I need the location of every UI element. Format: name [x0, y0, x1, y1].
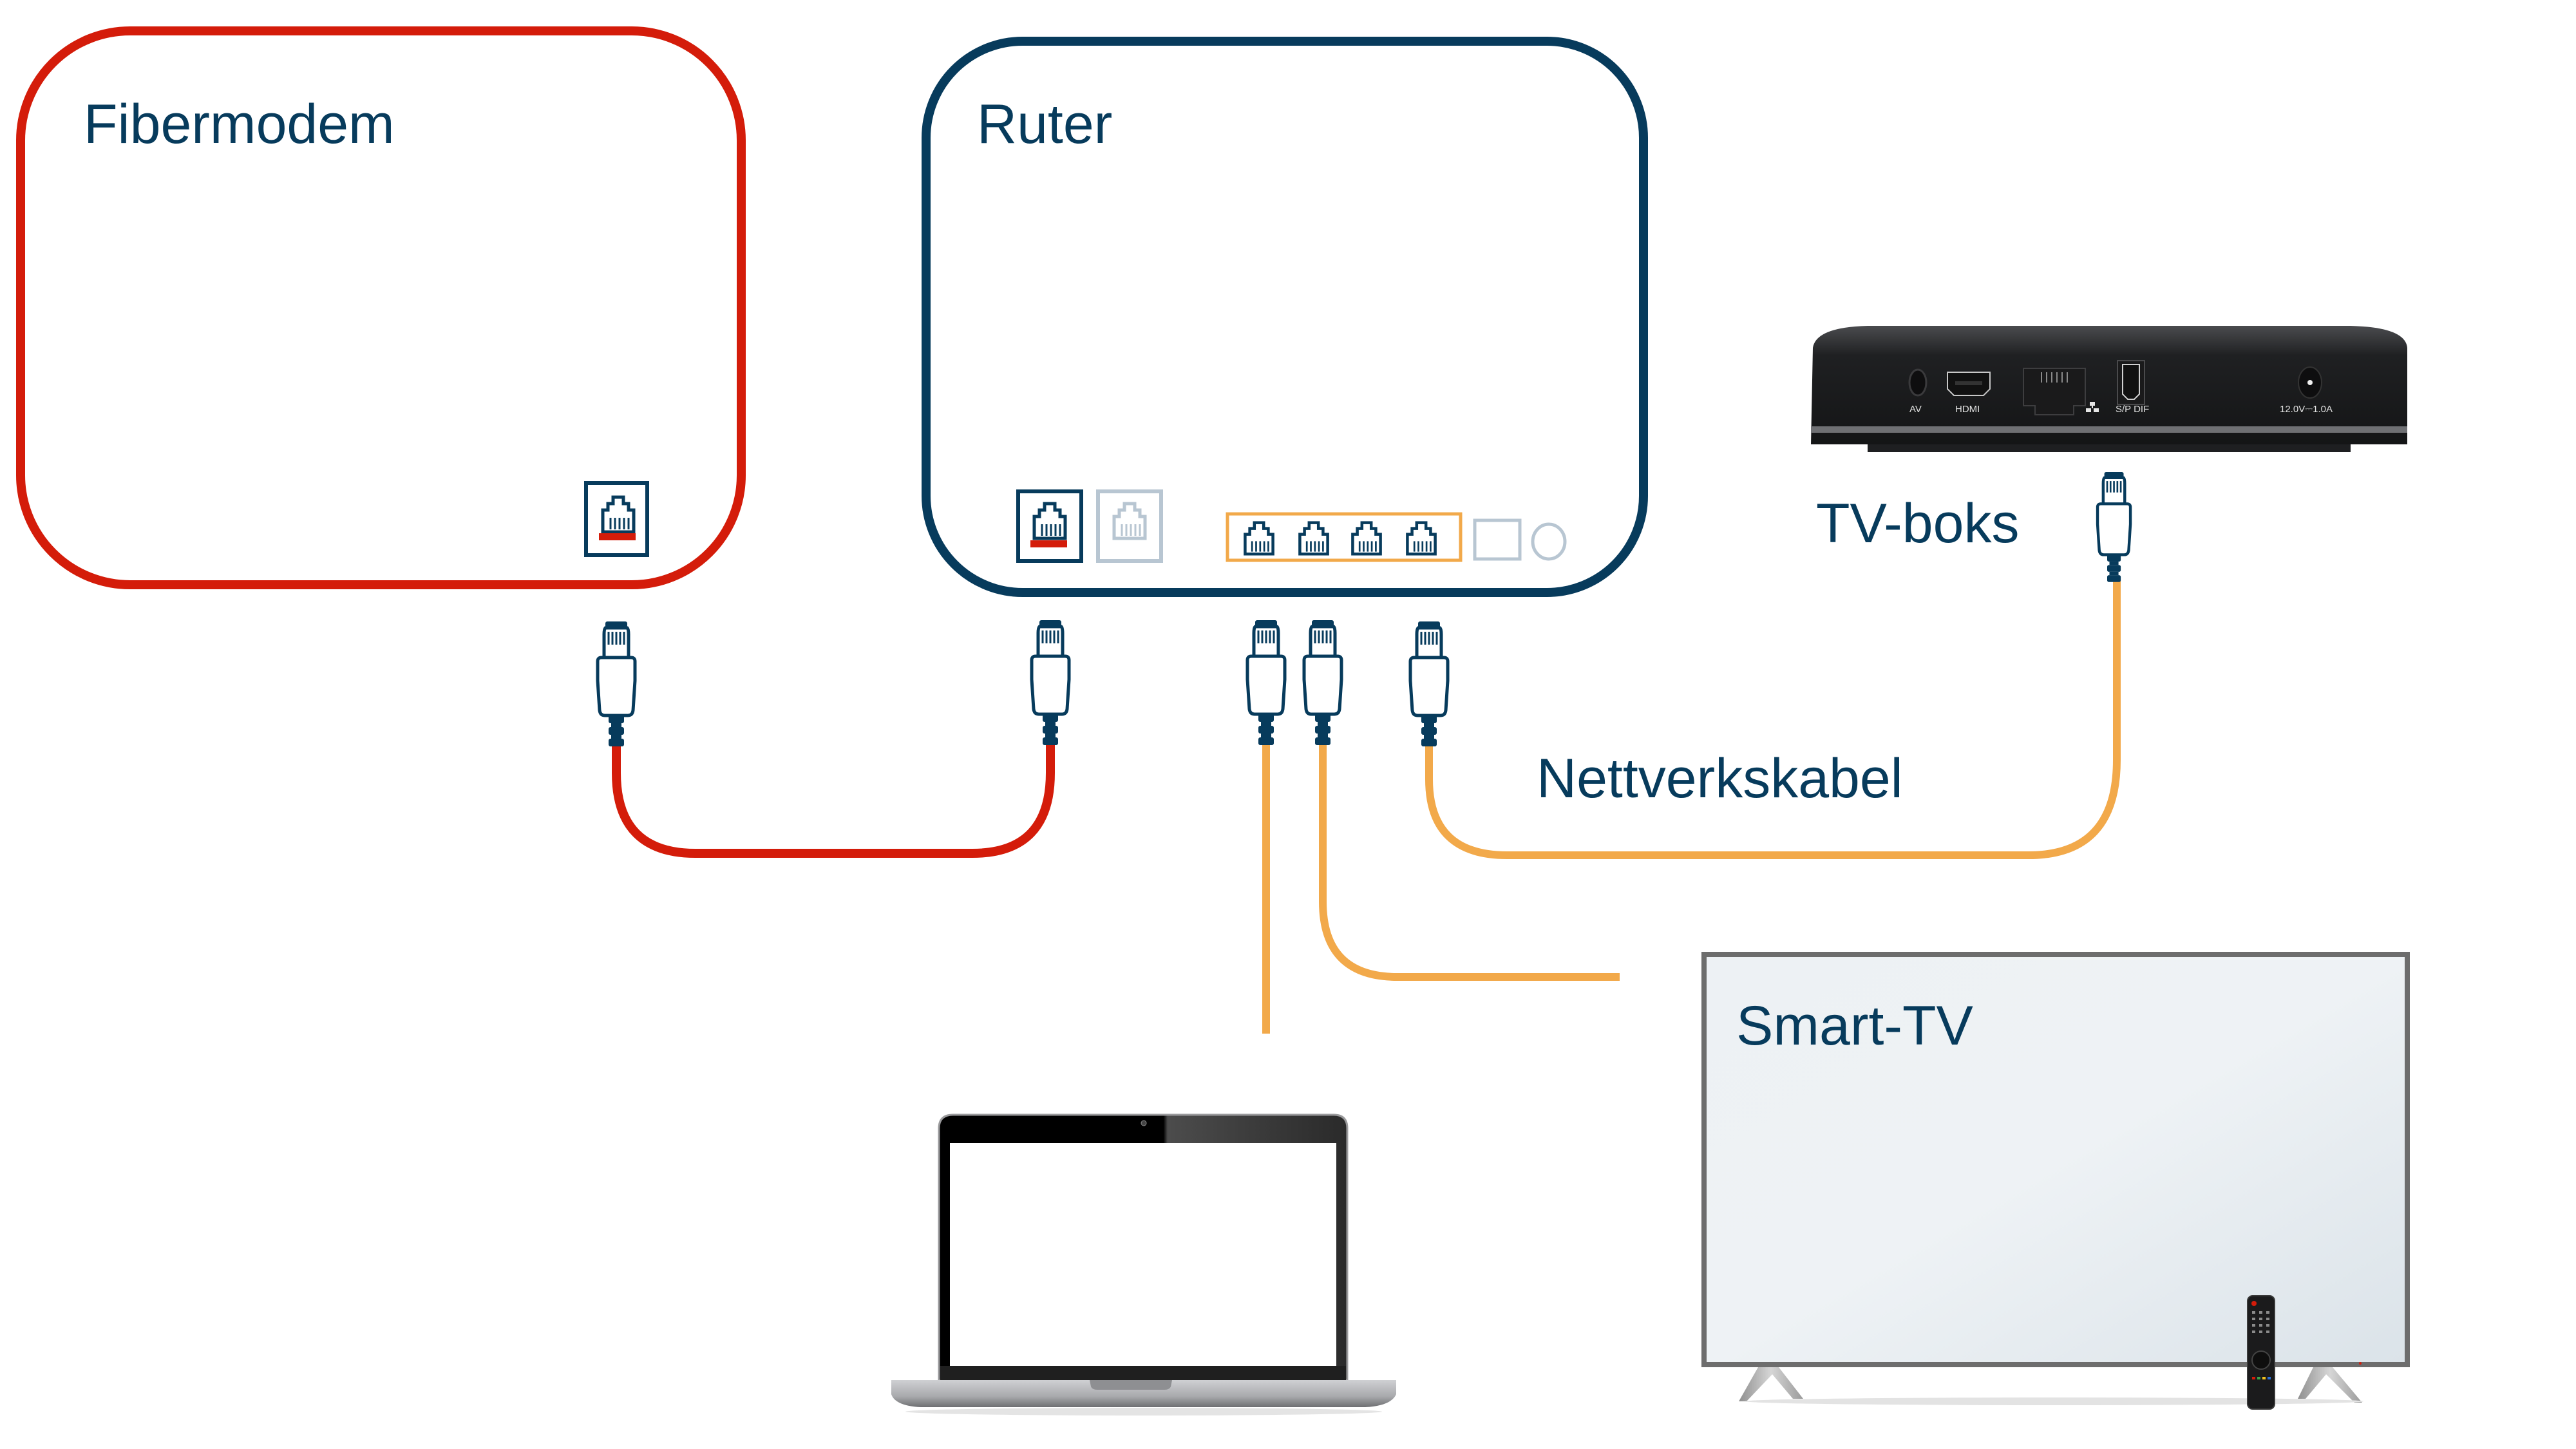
cable-router-smart-tv[interactable] — [1319, 731, 1620, 981]
tv-box-trim — [1811, 426, 2407, 433]
router-power-port[interactable] — [1531, 522, 1567, 561]
rj45-plug-icon — [1304, 620, 1341, 745]
cable-router-tv-box[interactable] — [1425, 578, 2121, 859]
tv-screen — [1707, 957, 2405, 1362]
rj45-plug-icon — [2098, 472, 2130, 582]
tv-stand-right — [2298, 1367, 2362, 1403]
cables — [612, 578, 2121, 1034]
router-usb-port[interactable] — [1473, 518, 1522, 561]
laptop-base — [891, 1380, 1396, 1407]
dc-port-label: 12.0V⎓1.0A — [2280, 404, 2333, 415]
plug-fibermodem[interactable] — [598, 621, 635, 746]
tv-shadow — [1745, 1397, 2363, 1405]
tv-box-body — [1811, 326, 2407, 444]
av-jack — [1908, 368, 1927, 397]
laptop-notch — [1090, 1380, 1172, 1390]
plug-router-lan-laptop[interactable] — [1247, 620, 1285, 745]
hdmi-port-label: HDMI — [1955, 404, 1980, 415]
router-phone-port[interactable] — [1096, 489, 1163, 563]
tv-remote — [2247, 1295, 2275, 1410]
router-wan-port[interactable] — [1016, 489, 1083, 563]
rj45-plug-icon — [1247, 620, 1285, 745]
rj45-plug-icon — [1032, 620, 1069, 745]
laptop — [891, 1113, 1396, 1416]
laptop-camera — [1141, 1120, 1147, 1126]
rj45-plug-icon — [598, 621, 635, 746]
router-frame — [922, 37, 1648, 597]
tv-box-label: TV-boks — [1816, 493, 2019, 554]
router-label: Ruter — [977, 93, 1112, 155]
tv-box-foot — [1868, 444, 2351, 452]
fibermodem-frame — [16, 26, 746, 589]
spdif-port-label: S/P DIF — [2116, 404, 2149, 415]
router-lan-port-group — [1226, 512, 1463, 562]
plug-router-lan-smart-tv[interactable] — [1304, 620, 1341, 745]
plug-router-lan-tv-box[interactable] — [1410, 621, 1448, 746]
cable-label: Nettverkskabel — [1537, 748, 1903, 810]
rj45-plug-icon — [1410, 621, 1448, 746]
tv-box-ethernet-port[interactable] — [2023, 368, 2099, 415]
port-active-indicator — [599, 533, 636, 540]
fibermodem: Fibermodem — [16, 26, 746, 589]
laptop-chin — [940, 1366, 1346, 1380]
spdif-port — [2117, 360, 2145, 405]
laptop-shadow — [905, 1408, 1382, 1416]
port-active-indicator — [1030, 540, 1067, 547]
network-icon — [2086, 402, 2099, 412]
plug-tv-box[interactable] — [2098, 472, 2130, 582]
fibermodem-fiber-port[interactable] — [584, 481, 649, 557]
fibermodem-label: Fibermodem — [84, 93, 395, 155]
tv-stand-left — [1739, 1367, 1803, 1401]
tv-power-led — [2359, 1362, 2362, 1365]
router: Ruter — [922, 37, 1648, 597]
laptop-screen — [950, 1143, 1336, 1366]
cable-fibermodem-router[interactable] — [612, 731, 1055, 858]
smart-tv: Smart-TV — [1701, 952, 2410, 1410]
tv-box: AV HDMI S/P DIF — [1811, 326, 2407, 554]
plug-router-wan[interactable] — [1032, 620, 1069, 745]
smart-tv-label: Smart-TV — [1736, 995, 1973, 1057]
av-port-label: AV — [1909, 404, 1922, 415]
